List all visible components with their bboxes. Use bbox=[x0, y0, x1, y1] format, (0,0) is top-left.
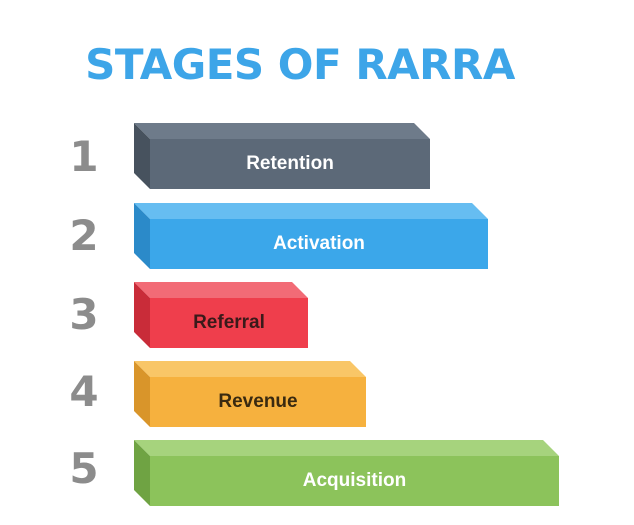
stage-bar-shape bbox=[134, 282, 308, 348]
stage-label-activation: Activation bbox=[273, 233, 365, 254]
stage-bar-activation: Activation bbox=[134, 203, 504, 269]
stage-bar-shape bbox=[134, 203, 488, 269]
stage-bar-referral: Referral bbox=[134, 282, 324, 348]
bar-front-face bbox=[150, 456, 559, 506]
bar-top-face bbox=[134, 282, 308, 298]
stage-bar-shape bbox=[134, 361, 366, 427]
stage-bar-revenue: Revenue bbox=[134, 361, 382, 427]
stage-bar-retention: Retention bbox=[134, 123, 446, 189]
stage-label-referral: Referral bbox=[193, 312, 265, 333]
bar-front-face bbox=[150, 377, 366, 427]
stage-bar-shape bbox=[134, 440, 559, 506]
stage-number-4: 4 bbox=[69, 367, 99, 416]
bar-top-face bbox=[134, 361, 366, 377]
bar-side-face bbox=[134, 203, 150, 269]
bar-top-face bbox=[134, 203, 488, 219]
bar-side-face bbox=[134, 361, 150, 427]
bar-side-face bbox=[134, 440, 150, 506]
bar-top-face bbox=[134, 123, 430, 139]
bar-side-face bbox=[134, 282, 150, 348]
stage-bar-acquisition: Acquisition bbox=[134, 440, 575, 506]
stage-label-revenue: Revenue bbox=[218, 391, 298, 412]
bar-front-face bbox=[150, 139, 430, 189]
bar-front-face bbox=[150, 219, 488, 269]
bar-front-face bbox=[150, 298, 308, 348]
bar-side-face bbox=[134, 123, 150, 189]
stage-number-1: 1 bbox=[69, 132, 99, 181]
stage-number-5: 5 bbox=[69, 444, 99, 493]
page-title: STAGES OF RARRA bbox=[85, 40, 515, 89]
stage-number-2: 2 bbox=[69, 211, 99, 260]
stage-bar-shape bbox=[134, 123, 430, 189]
stage-label-acquisition: Acquisition bbox=[302, 470, 407, 491]
bar-top-face bbox=[134, 440, 559, 456]
stage-label-retention: Retention bbox=[246, 153, 334, 174]
stage-number-3: 3 bbox=[69, 290, 99, 339]
